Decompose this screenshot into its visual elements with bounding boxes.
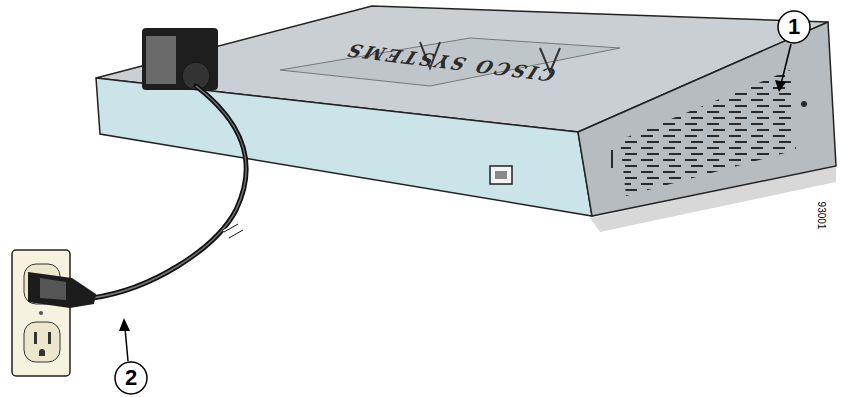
figure-number: 93001 [816, 202, 827, 230]
wall-outlet [12, 250, 70, 376]
console-port [490, 166, 512, 184]
mark [611, 150, 613, 168]
leader-line [781, 44, 791, 84]
cord-break-lines [224, 224, 243, 238]
led [801, 101, 807, 107]
slot [48, 332, 51, 344]
ground-hole [39, 349, 45, 356]
vent-holes [620, 70, 796, 196]
power-connector [142, 28, 218, 90]
leader-arrowhead [119, 318, 130, 331]
side-face [96, 78, 592, 216]
end-face [578, 22, 836, 216]
power-cord [92, 86, 246, 298]
callout-circle [115, 362, 147, 394]
callout-number: 1 [778, 11, 810, 43]
cord-highlight [92, 86, 246, 298]
power-plug [28, 272, 96, 308]
cord-break [224, 224, 243, 238]
callout-circle [778, 11, 810, 43]
screw [39, 311, 43, 315]
slot [34, 332, 37, 344]
plug-grip [40, 278, 66, 300]
leader-arrowhead [775, 80, 786, 92]
receptacle-bottom [24, 322, 60, 362]
logo-panel [280, 38, 620, 86]
leader-line [125, 328, 128, 361]
console-port-inner [495, 171, 507, 179]
connector-clip [146, 36, 176, 84]
callout-number: 2 [115, 362, 147, 394]
